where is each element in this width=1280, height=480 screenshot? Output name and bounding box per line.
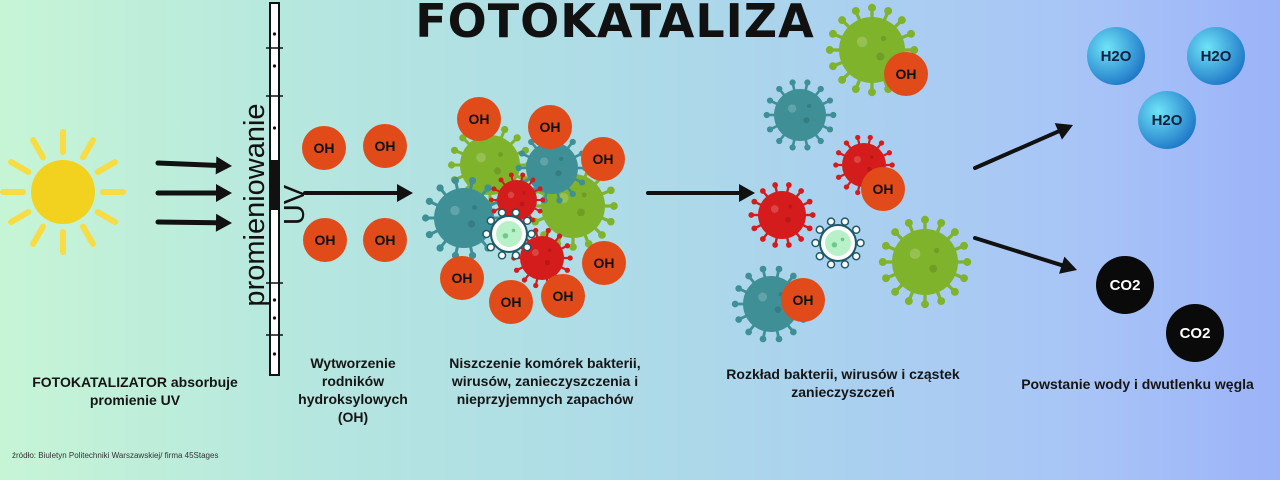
co2-label: CO2 xyxy=(1110,277,1141,294)
oh-radical: OH xyxy=(363,218,407,262)
process-arrow xyxy=(973,123,1073,170)
oh-radical: OH xyxy=(489,280,533,324)
virus-icon xyxy=(748,182,816,248)
oh-radical: OH xyxy=(582,241,626,285)
oh-radical-label: OH xyxy=(594,255,615,271)
oh-radical: OH xyxy=(861,167,905,211)
water-molecule: H2O xyxy=(1187,27,1245,85)
caption-decomposition: Rozkład bakterii, wirusów i cząstek zani… xyxy=(726,366,960,400)
oh-radical-label: OH xyxy=(315,232,336,248)
oh-radical: OH xyxy=(528,105,572,149)
oh-radical: OH xyxy=(457,97,501,141)
process-arrow xyxy=(303,184,413,202)
oh-radical: OH xyxy=(303,218,347,262)
oh-radical: OH xyxy=(541,274,585,318)
oh-radical: OH xyxy=(440,256,484,300)
oh-radical-label: OH xyxy=(469,111,490,127)
oh-radical-label: OH xyxy=(896,66,917,82)
oh-radical-label: OH xyxy=(452,270,473,286)
caption-radical-formation: Wytworzenie rodników hydroksylowych (OH) xyxy=(298,355,408,425)
bacterium-icon xyxy=(482,208,536,260)
co2-molecule: CO2 xyxy=(1166,304,1224,362)
oh-radical-label: OH xyxy=(593,151,614,167)
oh-radical-label: OH xyxy=(553,288,574,304)
co2-molecule: CO2 xyxy=(1096,256,1154,314)
oh-radicals-layer: OH OH OH OH OH OH OH OH OH OH OH OH OH OH xyxy=(302,52,928,324)
caption-destruction: Niszczenie komórek bakterii, wirusów, za… xyxy=(449,355,641,407)
oh-radical-label: OH xyxy=(314,140,335,156)
process-arrow xyxy=(646,184,755,202)
bacterium-icon xyxy=(811,217,865,269)
oh-radical: OH xyxy=(302,126,346,170)
oh-radical: OH xyxy=(781,278,825,322)
diagram-title: FOTOKATALIZA xyxy=(415,0,815,48)
source-note: źródło: Biuletyn Politechniki Warszawski… xyxy=(12,451,219,460)
virus-icon xyxy=(878,215,972,309)
caption-products: Powstanie wody i dwutlenku węgla xyxy=(1021,376,1254,392)
uv-radiation-label: promieniowanie UV xyxy=(239,103,311,307)
oh-radical-label: OH xyxy=(540,119,561,135)
oh-radical-label: OH xyxy=(793,292,814,308)
oh-radical-label: OH xyxy=(873,181,894,197)
water-molecule: H2O xyxy=(1138,91,1196,149)
oh-radical-label: OH xyxy=(501,294,522,310)
process-arrow xyxy=(973,236,1077,274)
process-arrow xyxy=(155,213,232,232)
co2-label: CO2 xyxy=(1180,325,1211,342)
uv-filter-bar xyxy=(266,2,283,376)
pathogens-layer xyxy=(422,3,972,343)
water-label: H2O xyxy=(1101,48,1132,65)
oh-radical-label: OH xyxy=(375,138,396,154)
arrows-layer xyxy=(155,123,1077,274)
process-arrow xyxy=(155,184,232,202)
water-label: H2O xyxy=(1201,48,1232,65)
oh-radical: OH xyxy=(363,124,407,168)
oh-radical: OH xyxy=(884,52,928,96)
process-arrow xyxy=(155,156,232,175)
water-molecule: H2O xyxy=(1087,27,1145,85)
oh-radical-label: OH xyxy=(375,232,396,248)
oh-radical: OH xyxy=(581,137,625,181)
caption-photocatalyst: FOTOKATALIZATOR absorbuje promienie UV xyxy=(32,374,238,408)
virus-icon xyxy=(763,79,837,151)
water-label: H2O xyxy=(1152,112,1183,129)
sun-icon xyxy=(0,129,126,255)
